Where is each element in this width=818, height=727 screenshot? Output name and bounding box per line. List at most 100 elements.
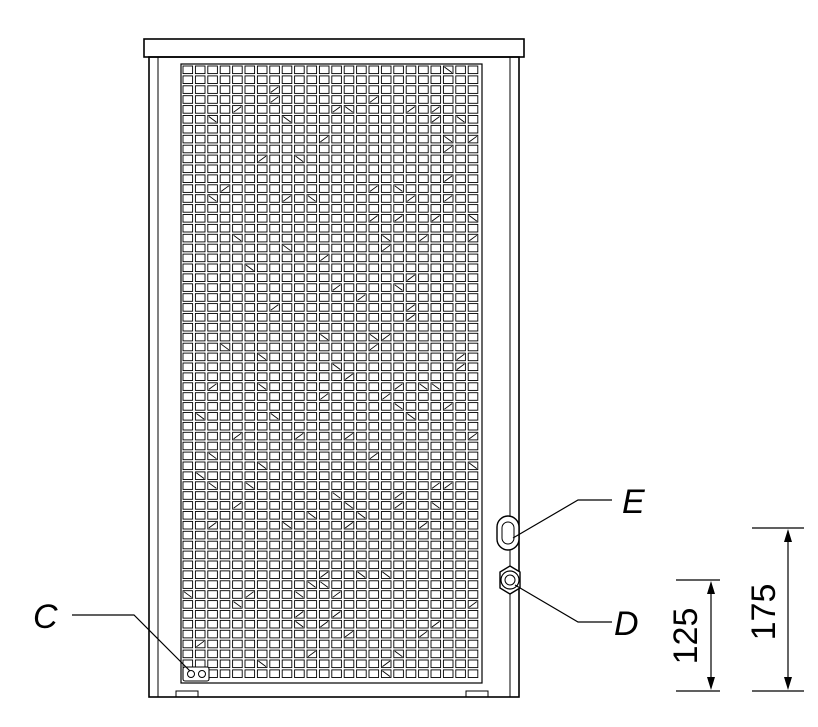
grille-hole bbox=[368, 313, 380, 322]
grille-hole bbox=[418, 223, 429, 233]
grille-hole bbox=[418, 332, 429, 342]
grille-hole bbox=[219, 253, 231, 263]
grille-hole bbox=[244, 362, 256, 372]
grille-hole bbox=[269, 629, 280, 639]
grille-hole bbox=[331, 253, 342, 263]
grille-hatch bbox=[233, 601, 242, 608]
grille-hole bbox=[442, 610, 454, 619]
grille-hole bbox=[256, 233, 268, 243]
grille-hole bbox=[356, 85, 367, 94]
grille-hole bbox=[393, 322, 404, 332]
grille-hole bbox=[294, 253, 305, 263]
grille-hole bbox=[232, 382, 243, 391]
grille-hole bbox=[256, 481, 268, 490]
grille-hole bbox=[281, 610, 293, 619]
grille-hole bbox=[219, 580, 231, 589]
grille-hole bbox=[343, 194, 355, 203]
grille-hole bbox=[219, 530, 231, 540]
grille-hole bbox=[269, 382, 280, 391]
grille-hole bbox=[219, 511, 231, 520]
grille-hole bbox=[405, 421, 417, 431]
grille-hole bbox=[194, 372, 206, 381]
grille-hole bbox=[430, 372, 442, 381]
grille-hole bbox=[430, 273, 442, 282]
grille-hole bbox=[219, 194, 231, 203]
grille-hole bbox=[194, 600, 206, 609]
grille-hole bbox=[430, 75, 442, 84]
grille-hole bbox=[405, 214, 417, 223]
grille-hatch bbox=[282, 522, 292, 529]
grille-hole bbox=[418, 431, 429, 441]
grille-hole bbox=[418, 501, 429, 510]
grille-hole bbox=[405, 649, 417, 659]
grille-hole bbox=[281, 105, 293, 114]
grille-hole bbox=[207, 95, 218, 104]
grille-hole bbox=[232, 134, 243, 144]
grille-hole bbox=[368, 362, 380, 372]
grille-hole bbox=[232, 610, 243, 619]
grille-hole bbox=[182, 115, 194, 124]
grille-hole bbox=[455, 263, 466, 273]
grille-hole bbox=[343, 233, 355, 243]
grille-hole bbox=[418, 194, 429, 203]
grille-hole bbox=[430, 243, 442, 253]
component-d-connector bbox=[499, 565, 521, 595]
grille-hole bbox=[207, 214, 218, 223]
grille-hole bbox=[343, 421, 355, 431]
grille-hole bbox=[219, 619, 231, 629]
grille-hole bbox=[405, 550, 417, 560]
grille-hole bbox=[219, 164, 231, 174]
grille-hole bbox=[256, 144, 268, 154]
grille-hole bbox=[182, 481, 194, 490]
grille-hole bbox=[194, 243, 206, 253]
grille-hatch bbox=[332, 284, 341, 291]
grille-hole bbox=[281, 511, 293, 520]
grille-hole bbox=[331, 115, 342, 124]
grille-hole bbox=[380, 293, 392, 302]
grille-hole bbox=[356, 214, 367, 223]
grille-hole bbox=[455, 560, 466, 570]
grille-hole bbox=[455, 610, 466, 619]
grille-hole bbox=[294, 313, 305, 322]
grille-hole bbox=[467, 243, 479, 253]
grille-hole bbox=[455, 481, 466, 490]
grille-hole bbox=[281, 659, 293, 669]
grille-hole bbox=[306, 520, 318, 530]
grille-hole bbox=[442, 342, 454, 352]
grille-hole bbox=[318, 461, 330, 471]
grille-hatch bbox=[282, 195, 292, 202]
grille-hole bbox=[244, 233, 256, 243]
grille-hole bbox=[281, 352, 293, 362]
grille-hole bbox=[331, 540, 342, 550]
grille-hole bbox=[194, 362, 206, 372]
grille-hole bbox=[232, 223, 243, 233]
grille-hole bbox=[430, 164, 442, 174]
grille-hole bbox=[418, 481, 429, 490]
grille-hole bbox=[331, 392, 342, 401]
grille-hole bbox=[356, 540, 367, 550]
grille-hole bbox=[418, 530, 429, 540]
grille-hole bbox=[380, 154, 392, 164]
grille-hole bbox=[430, 629, 442, 639]
grille-hole bbox=[442, 313, 454, 322]
grille-hatch bbox=[382, 670, 391, 677]
grille-hole bbox=[281, 75, 293, 84]
grille-hole bbox=[318, 223, 330, 233]
grille-hatch bbox=[295, 621, 304, 628]
grille-hole bbox=[207, 580, 218, 589]
grille-hole bbox=[405, 600, 417, 609]
grille-hatch bbox=[444, 145, 453, 153]
grille-hole bbox=[219, 124, 231, 134]
grille-hole bbox=[442, 590, 454, 599]
grille-hole bbox=[442, 570, 454, 579]
grille-hole bbox=[294, 511, 305, 520]
grille-hole bbox=[467, 580, 479, 589]
grille-hole bbox=[306, 540, 318, 550]
grille-hole bbox=[430, 65, 442, 75]
grille-hole bbox=[182, 550, 194, 560]
grille-hole bbox=[455, 313, 466, 322]
grille-hatch bbox=[245, 264, 254, 271]
grille-hole bbox=[294, 65, 305, 75]
grille-hole bbox=[194, 491, 206, 500]
grille-hole bbox=[380, 382, 392, 391]
